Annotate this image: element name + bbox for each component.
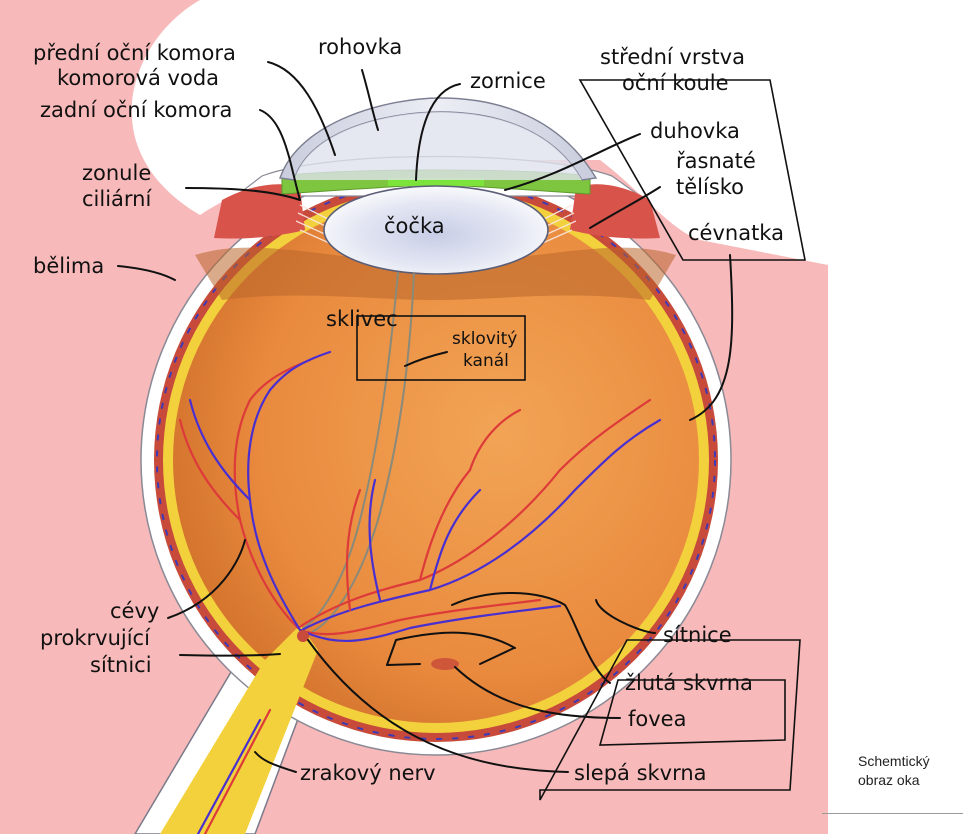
label-cocka: čočka <box>384 214 445 238</box>
label-sklovity-2: kanál <box>463 351 509 371</box>
label-komorova-voda: komorová voda <box>57 66 219 90</box>
label-sitnice: sítnice <box>663 623 732 647</box>
macula <box>431 658 459 670</box>
label-cevy-1: cévy <box>110 599 159 623</box>
label-zonule-2: ciliární <box>82 187 152 211</box>
label-rohovka: rohovka <box>318 35 402 59</box>
label-slepa-skvrna: slepá skvrna <box>574 761 707 785</box>
label-zonule-1: zonule <box>82 161 151 185</box>
label-zadni-komora: zadní oční komora <box>40 98 232 122</box>
label-cevy-3: sítnici <box>90 653 152 677</box>
label-stredni-vrstva-1: střední vrstva <box>600 45 745 69</box>
caption: Schemtický obraz oka <box>858 752 958 790</box>
label-zluta-skvrna: žlutá skvrna <box>625 671 753 695</box>
label-rasnate-2: tělísko <box>676 175 744 199</box>
caption-divider <box>822 813 963 814</box>
label-rasnate-1: řasnaté <box>676 149 756 173</box>
label-predni-komora: přední oční komora <box>33 41 236 65</box>
label-duhovka: duhovka <box>650 119 740 143</box>
label-cevnatka: cévnatka <box>688 221 784 245</box>
label-fovea: fovea <box>628 707 686 731</box>
caption-line-1: Schemtický <box>858 752 958 771</box>
caption-line-2: obraz oka <box>858 771 958 790</box>
label-sklovity-1: sklovitý <box>452 329 517 349</box>
label-cevy-2: prokrvující <box>40 626 151 650</box>
label-stredni-vrstva-2: oční koule <box>622 71 729 95</box>
label-zrakovy-nerv: zrakový nerv <box>300 761 436 785</box>
label-sklivec: sklivec <box>326 307 398 331</box>
label-zornice: zornice <box>470 69 546 93</box>
label-belima: bělima <box>33 254 104 278</box>
